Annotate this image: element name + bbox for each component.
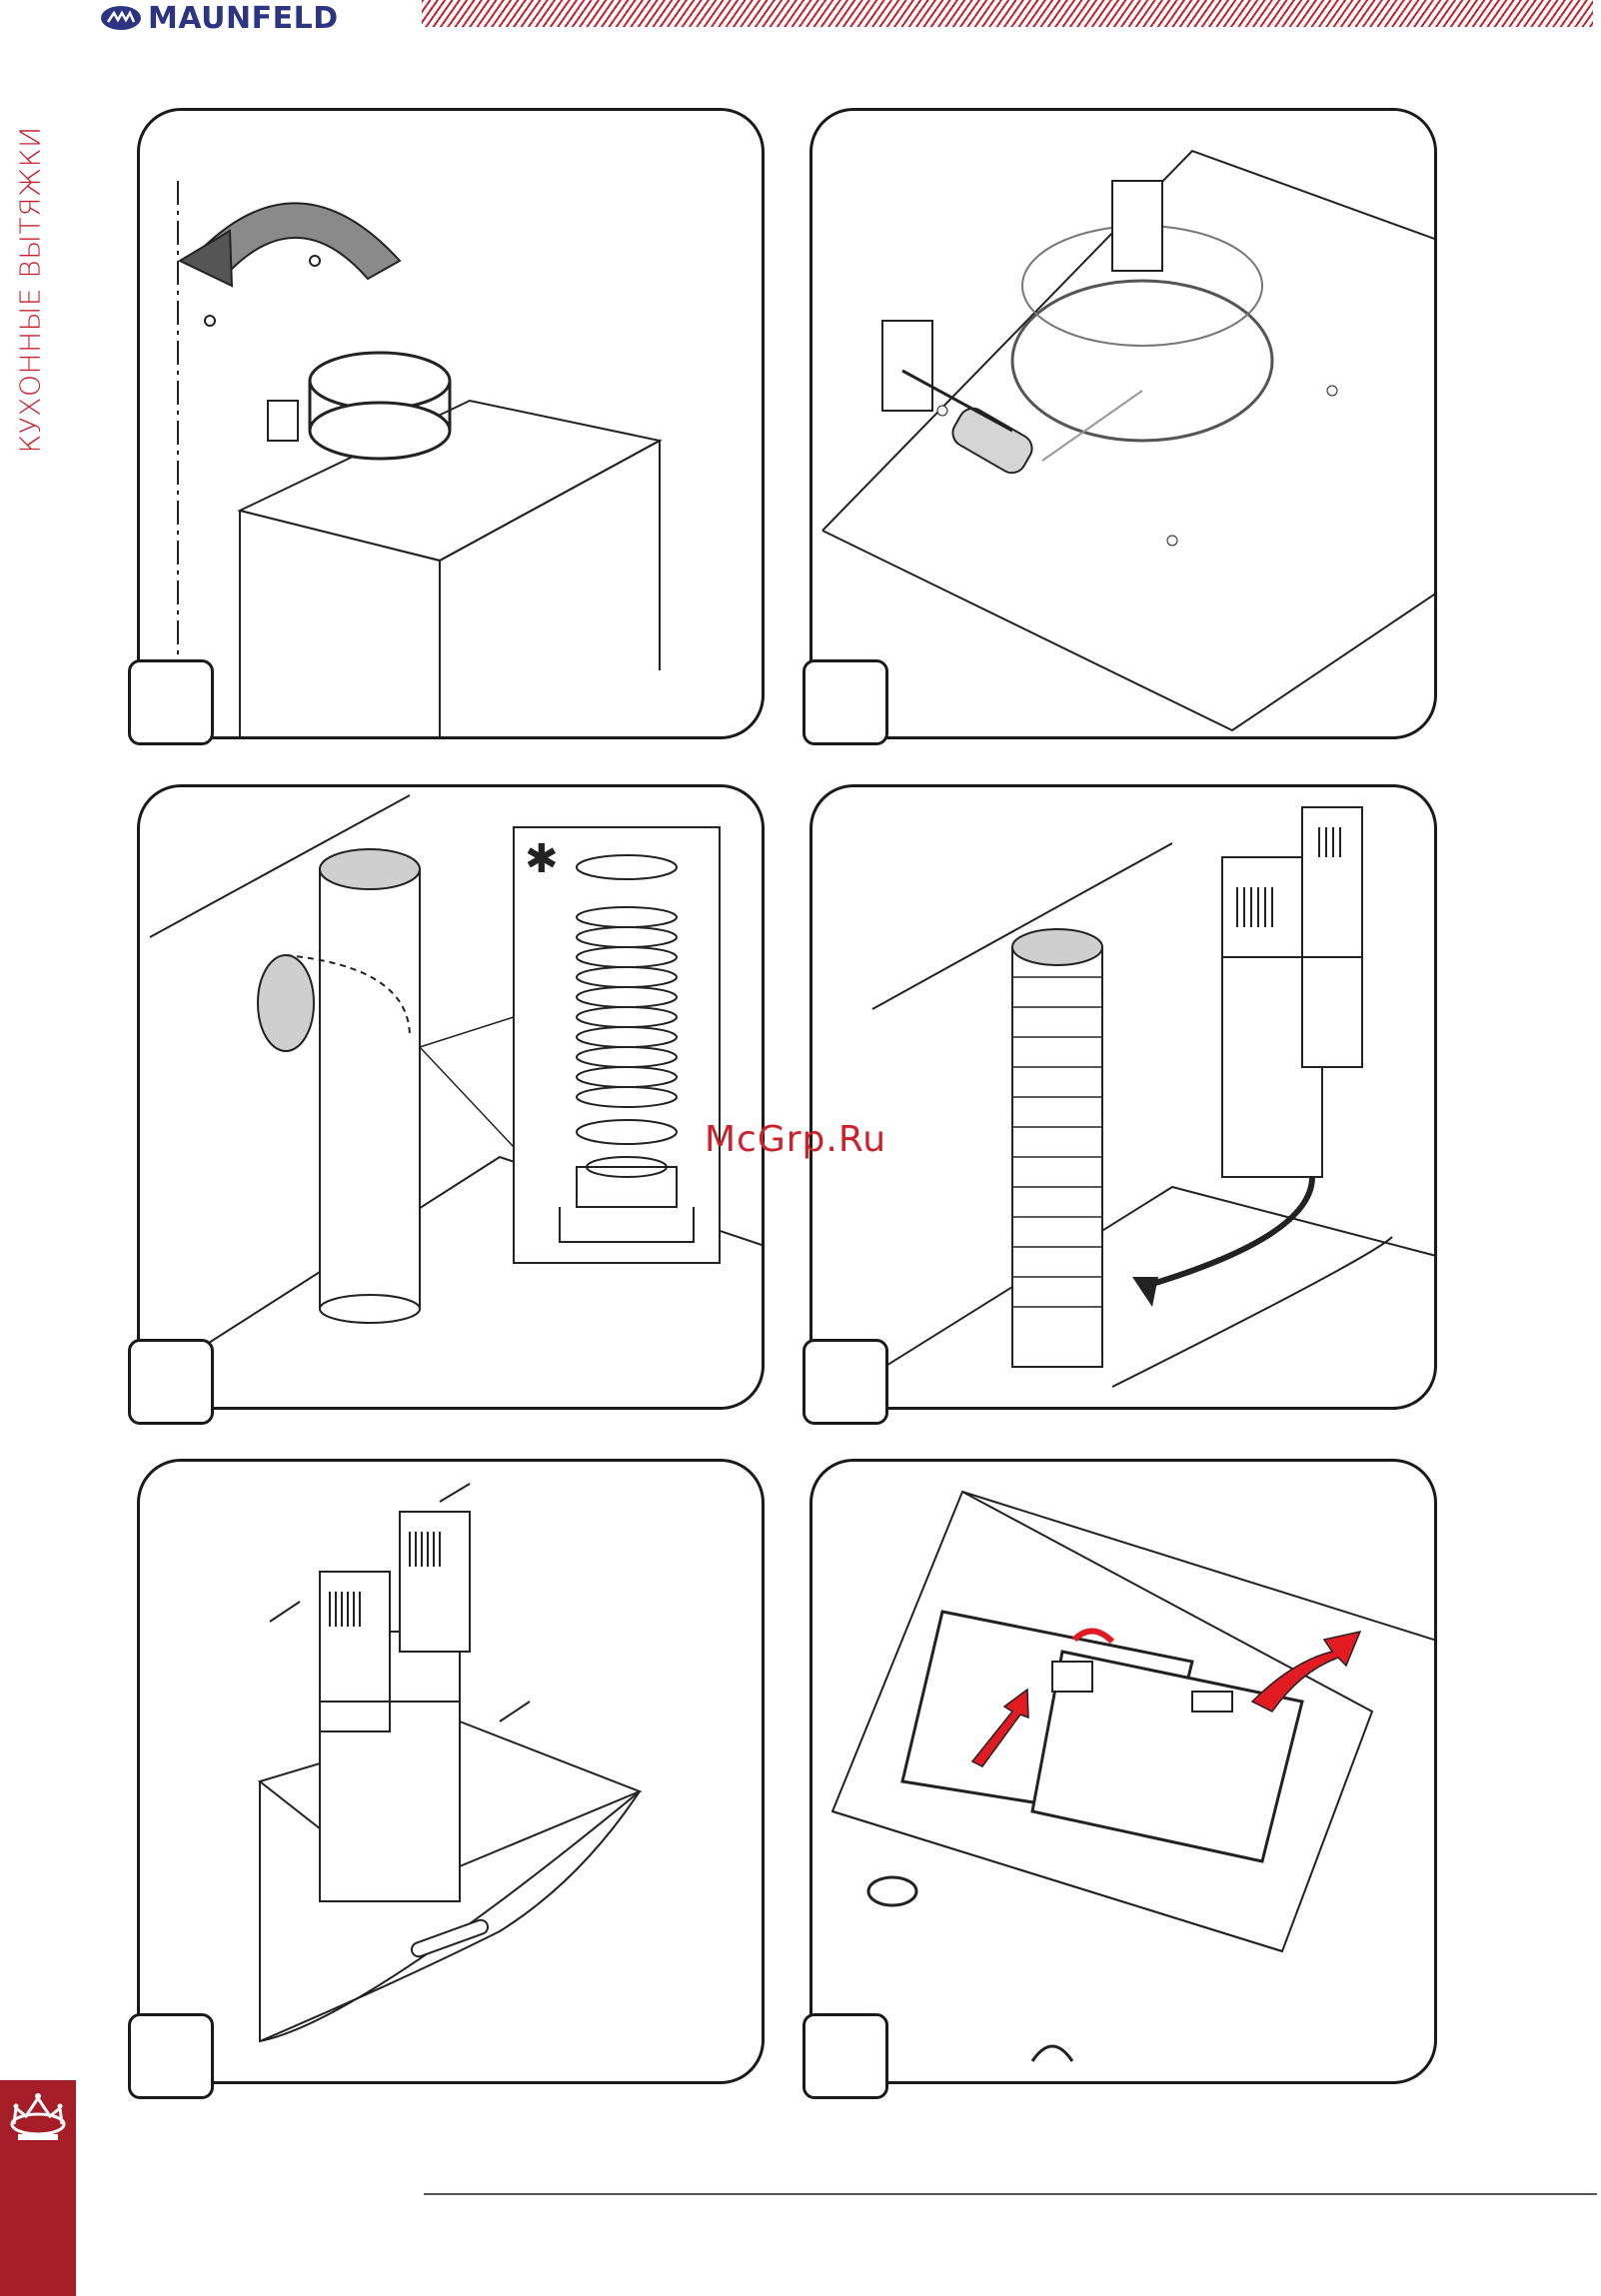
footer-divider bbox=[424, 2193, 1597, 2195]
step-number-box-2 bbox=[802, 659, 888, 745]
grease-filter-illustration bbox=[812, 1462, 1437, 2084]
chimney-fasten-illustration bbox=[140, 1462, 765, 2084]
step-panel-1 bbox=[137, 108, 765, 739]
step-panel-5 bbox=[137, 1459, 765, 2084]
step-panel-6 bbox=[809, 1459, 1437, 2084]
flexible-duct-illustration: ✱ bbox=[140, 787, 765, 1410]
step-panel-2 bbox=[809, 108, 1437, 739]
header-hatch-bar bbox=[422, 0, 1593, 27]
step-panel-4 bbox=[809, 784, 1437, 1410]
brand-logo: MAUNFELD bbox=[100, 0, 339, 36]
duct-collar-illustration bbox=[140, 111, 765, 739]
step-number-box-4 bbox=[802, 1339, 888, 1425]
asterisk-icon: ✱ bbox=[525, 836, 559, 882]
step-number-box-1 bbox=[128, 659, 214, 745]
brand-name: MAUNFELD bbox=[148, 1, 339, 36]
screw-collar-illustration bbox=[812, 111, 1437, 739]
step-number-box-5 bbox=[128, 2013, 214, 2099]
maunfeld-logo-icon bbox=[100, 5, 142, 31]
watermark-text: McGrp.Ru bbox=[705, 1119, 886, 1160]
chimney-cover-illustration bbox=[812, 787, 1437, 1410]
step-panel-3: ✱ bbox=[137, 784, 765, 1410]
section-title: КУХОННЫЕ ВЫТЯЖКИ bbox=[14, 126, 47, 453]
crown-emblem-icon bbox=[6, 2090, 70, 2148]
step-number-box-6 bbox=[802, 2013, 888, 2099]
step-number-box-3 bbox=[128, 1339, 214, 1425]
